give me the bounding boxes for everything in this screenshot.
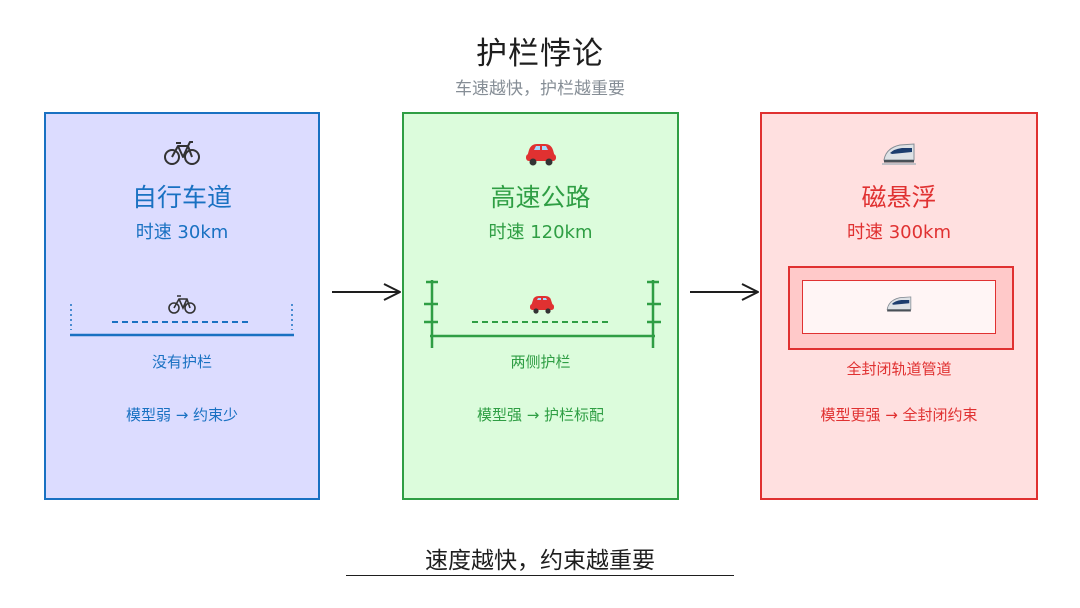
- page-title: 护栏悖论: [476, 36, 604, 72]
- card-label: 全封闭轨道管道: [846, 360, 952, 378]
- closed-tube-inner: [802, 280, 996, 334]
- closed-tube-frame: [788, 266, 1014, 350]
- footer-underline: [346, 575, 734, 576]
- small-maglev-train-icon: [803, 293, 995, 319]
- small-car-icon: [530, 296, 554, 314]
- page-subtitle: 车速越快，护栏越重要: [455, 79, 625, 99]
- card-speed: 时速 30km: [135, 222, 229, 243]
- car-icon: [404, 136, 677, 170]
- small-bicycle-icon: [168, 295, 196, 314]
- card-maglev: 磁悬浮 时速 300km 全封闭轨道管道 模型更强 → 全封闭约束: [760, 112, 1038, 500]
- card-note: 模型更强 → 全封闭约束: [820, 406, 978, 424]
- footer-text: 速度越快，约束越重要: [425, 548, 655, 574]
- card-label: 两侧护栏: [510, 353, 571, 371]
- card-note: 模型强 → 护栏标配: [476, 406, 605, 424]
- card-bicycle-lane: 自行车道 时速 30km 没有护栏 模型弱 → 约束少: [44, 112, 320, 500]
- card-title: 自行车道: [131, 183, 232, 212]
- bicycle-lane-diagram: [70, 295, 294, 337]
- maglev-train-icon: [762, 136, 1036, 170]
- card-title: 高速公路: [490, 183, 591, 212]
- card-speed: 时速 300km: [846, 222, 952, 243]
- card-label: 没有护栏: [151, 353, 212, 371]
- card-highway: 高速公路 时速 120km 两侧护栏 模型强 → 护栏标配: [402, 112, 679, 500]
- bicycle-icon: [46, 136, 318, 170]
- arrow-right-icon: [332, 283, 401, 301]
- card-title: 磁悬浮: [861, 183, 937, 212]
- card-speed: 时速 120km: [488, 222, 593, 243]
- highway-diagram: [424, 280, 661, 348]
- arrow-right-icon: [690, 283, 759, 301]
- card-note: 模型弱 → 约束少: [125, 406, 239, 424]
